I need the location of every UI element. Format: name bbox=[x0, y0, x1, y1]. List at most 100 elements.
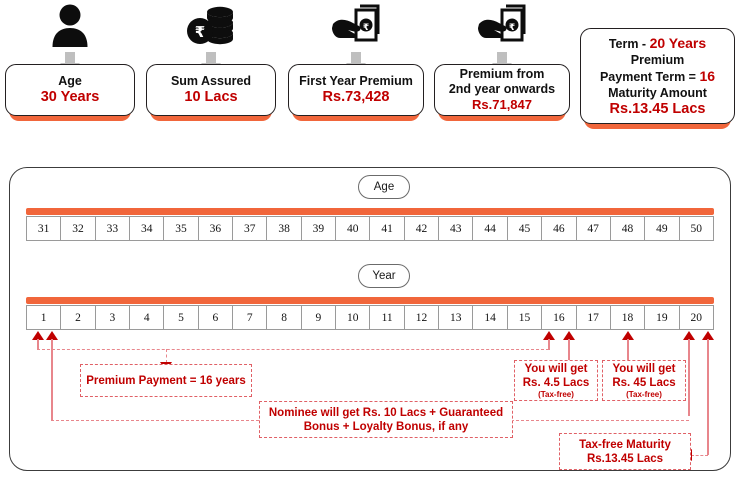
age-cell: 33 bbox=[94, 216, 130, 241]
up-arrow-year-16b bbox=[563, 331, 575, 340]
age-cell: 35 bbox=[163, 216, 198, 241]
year-cell: 5 bbox=[163, 305, 198, 330]
up-arrow-year-1a bbox=[32, 331, 44, 340]
card-label-line1: Premium from bbox=[459, 67, 545, 81]
summary-card-row: Age 30 Years bbox=[0, 0, 740, 152]
connector-year-1b bbox=[51, 339, 53, 421]
term-value: 20 Years bbox=[649, 34, 707, 51]
year-cell: 13 bbox=[438, 305, 473, 330]
age-cell: 38 bbox=[266, 216, 301, 241]
payout16-line1: You will get bbox=[524, 362, 588, 375]
age-pill-text: Age bbox=[373, 181, 395, 193]
person-icon bbox=[50, 0, 90, 48]
year-cell: 17 bbox=[575, 305, 610, 330]
payout18-line1: You will get bbox=[612, 362, 676, 375]
premium-payment-text: Premium Payment = 16 years bbox=[86, 374, 246, 387]
age-accent-bar bbox=[26, 208, 714, 215]
nominee-line2: Bonus + Loyalty Bonus, if any bbox=[303, 420, 469, 433]
connector-year-16b bbox=[568, 339, 570, 363]
maturity-line1: Tax-free Maturity bbox=[579, 438, 671, 451]
age-cell: 43 bbox=[438, 216, 473, 241]
year-cell: 14 bbox=[472, 305, 507, 330]
summary-card-age: Age 30 Years bbox=[5, 0, 135, 121]
maturity-line2: Rs.13.45 Lacs bbox=[586, 452, 664, 465]
summary-card-first-year-premium: ₹ First Year Premium Rs.73,428 bbox=[288, 0, 424, 121]
age-cell: 42 bbox=[403, 216, 439, 241]
up-arrow-year-18 bbox=[622, 331, 634, 340]
ppt-line: Payment Term = 16 bbox=[600, 68, 715, 85]
up-arrow-year-16a bbox=[543, 331, 555, 340]
term-line: Term - 20 Years bbox=[609, 35, 706, 52]
year-cell: 3 bbox=[94, 305, 130, 330]
age-cell: 32 bbox=[60, 216, 95, 241]
year-cell: 11 bbox=[369, 305, 404, 330]
age-cell: 31 bbox=[26, 216, 61, 241]
annotation-payout-year-16: You will get Rs. 4.5 Lacs (Tax-free) bbox=[514, 360, 598, 401]
connector-year-18 bbox=[627, 339, 629, 363]
year-pill-text: Year bbox=[372, 270, 396, 282]
age-cell: 34 bbox=[129, 216, 164, 241]
year-cell: 9 bbox=[300, 305, 336, 330]
age-cell: 48 bbox=[609, 216, 645, 241]
age-cell: 46 bbox=[541, 216, 576, 241]
year-cell: 19 bbox=[644, 305, 679, 330]
card-body-first-year-premium: First Year Premium Rs.73,428 bbox=[288, 64, 424, 116]
age-cell: 44 bbox=[472, 216, 507, 241]
term-label: Term - bbox=[608, 36, 647, 51]
card-body-age: Age 30 Years bbox=[5, 64, 135, 116]
year-cell: 2 bbox=[60, 305, 95, 330]
age-cell: 39 bbox=[300, 216, 336, 241]
maturity-connector-line bbox=[691, 455, 708, 456]
year-cell: 10 bbox=[335, 305, 370, 330]
connector-year-20b bbox=[707, 339, 709, 455]
up-arrow-year-20a bbox=[683, 331, 695, 340]
premium-payment-drop-line bbox=[166, 349, 167, 363]
year-cell: 15 bbox=[506, 305, 542, 330]
age-cell: 47 bbox=[575, 216, 610, 241]
year-cell: 7 bbox=[232, 305, 267, 330]
rupee-coins-icon: ₹ bbox=[186, 0, 236, 48]
age-cell: 41 bbox=[369, 216, 404, 241]
card-body-renewal-premium: Premium from 2nd year onwards Rs.71,847 bbox=[434, 64, 570, 116]
age-cell: 45 bbox=[506, 216, 542, 241]
connector-year-20a bbox=[688, 339, 690, 416]
age-cell: 49 bbox=[644, 216, 679, 241]
age-cell: 36 bbox=[197, 216, 233, 241]
age-cell: 37 bbox=[232, 216, 267, 241]
ppt-label-line1: Premium bbox=[630, 52, 685, 67]
year-accent-bar bbox=[26, 297, 714, 304]
card-body-sum-assured: Sum Assured 10 Lacs bbox=[146, 64, 276, 116]
year-cell: 8 bbox=[266, 305, 301, 330]
payout16-line2: Rs. 4.5 Lacs bbox=[522, 376, 590, 389]
connector-year-1a bbox=[37, 339, 39, 350]
payout16-note: (Tax-free) bbox=[538, 389, 574, 399]
card-value: Rs.71,847 bbox=[472, 97, 532, 112]
card-label: First Year Premium bbox=[299, 74, 413, 88]
year-pill-label: Year bbox=[358, 264, 410, 288]
card-value: 10 Lacs bbox=[184, 89, 238, 105]
card-body-term-details: Term - 20 Years Premium Payment Term = 1… bbox=[580, 28, 735, 124]
card-value: Rs.73,428 bbox=[322, 89, 390, 105]
age-cell: 40 bbox=[335, 216, 370, 241]
summary-card-term-details: Term - 20 Years Premium Payment Term = 1… bbox=[580, 0, 735, 129]
nominee-line1: Nominee will get Rs. 10 Lacs + Guarantee… bbox=[268, 406, 504, 419]
year-cell: 6 bbox=[197, 305, 233, 330]
year-cell: 12 bbox=[403, 305, 439, 330]
annotation-payout-year-18: You will get Rs. 45 Lacs (Tax-free) bbox=[602, 360, 686, 401]
premium-payment-span-line bbox=[37, 349, 549, 350]
ppt-value: 16 bbox=[699, 67, 716, 84]
annotation-nominee: Nominee will get Rs. 10 Lacs + Guarantee… bbox=[259, 401, 513, 438]
svg-text:₹: ₹ bbox=[363, 23, 369, 33]
age-pill-label: Age bbox=[358, 175, 410, 199]
payout18-line2: Rs. 45 Lacs bbox=[612, 376, 676, 389]
up-arrow-year-20b bbox=[702, 331, 714, 340]
year-cell: 1 bbox=[26, 305, 61, 330]
year-cell: 18 bbox=[609, 305, 645, 330]
year-cell: 20 bbox=[678, 305, 714, 330]
card-value: 30 Years bbox=[40, 89, 100, 105]
year-cell: 16 bbox=[541, 305, 576, 330]
payout18-note: (Tax-free) bbox=[626, 389, 662, 399]
